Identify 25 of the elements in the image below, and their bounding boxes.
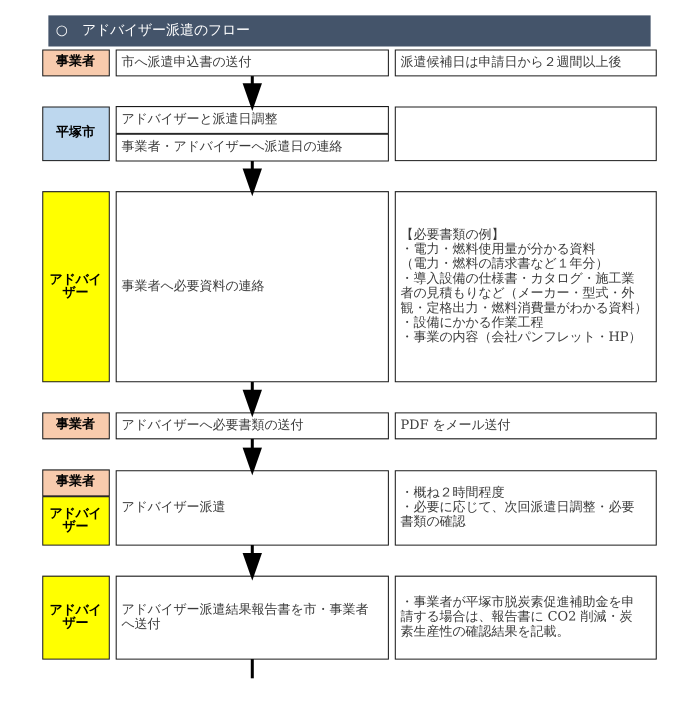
arrow xyxy=(242,438,262,476)
node-box: 事業者 xyxy=(42,469,110,496)
node-box: ・事業者が平塚市脱炭素促進補助金を申請する場合は、報告書に CO2 削減・炭素生産性の確認結果を記載。 xyxy=(394,576,657,660)
node-box: アドバイザーと派遣日調整 xyxy=(116,106,389,134)
diagram-title: ○ アドバイザー派遣のフロー xyxy=(56,22,250,38)
arrow xyxy=(242,382,262,418)
node-box: PDF をメール送付 xyxy=(394,412,657,440)
node-box: アドバイザー xyxy=(42,191,110,382)
node-box: 事業者へ必要資料の連絡 xyxy=(116,191,389,382)
node-box: 平塚市 xyxy=(42,106,110,162)
node-box: アドバイザー派遣結果報告書を市・事業者へ送付 xyxy=(116,576,389,660)
node-box: ・概ね２時間程度 ・必要に応じて、次回派遣日調整・必要書類の確認 xyxy=(394,470,657,546)
node-box: 事業者 xyxy=(42,412,110,440)
node-box: アドバイザー xyxy=(42,576,110,660)
node-box: アドバイザー派遣 xyxy=(116,470,389,546)
node-box: 事業者・アドバイザーへ派遣日の連絡 xyxy=(116,134,389,162)
node-box: アドバイザー xyxy=(42,496,110,546)
node-box xyxy=(394,106,657,162)
node-box: アドバイザーへ必要書類の送付 xyxy=(116,412,389,440)
node-box: 派遣候補日は申請日から２週間以上後 xyxy=(394,49,657,76)
arrow xyxy=(242,545,262,581)
node-box: 市へ派遣申込書の送付 xyxy=(116,49,389,76)
connector xyxy=(250,659,254,678)
node-box: 事業者 xyxy=(42,49,110,76)
node-box: 【必要書類の例】 ・電力・燃料使用量が分かる資料 （電力・燃料の請求書など１年分） ・導入設備の仕様書・カタログ・施工業者の見積もりなど（メーカー・型式・外観・定格出力・燃料消費量がわかる資料） ・設備にかかる作業工程 ・事業の内容（会社パンフレット・HP） xyxy=(394,191,657,382)
